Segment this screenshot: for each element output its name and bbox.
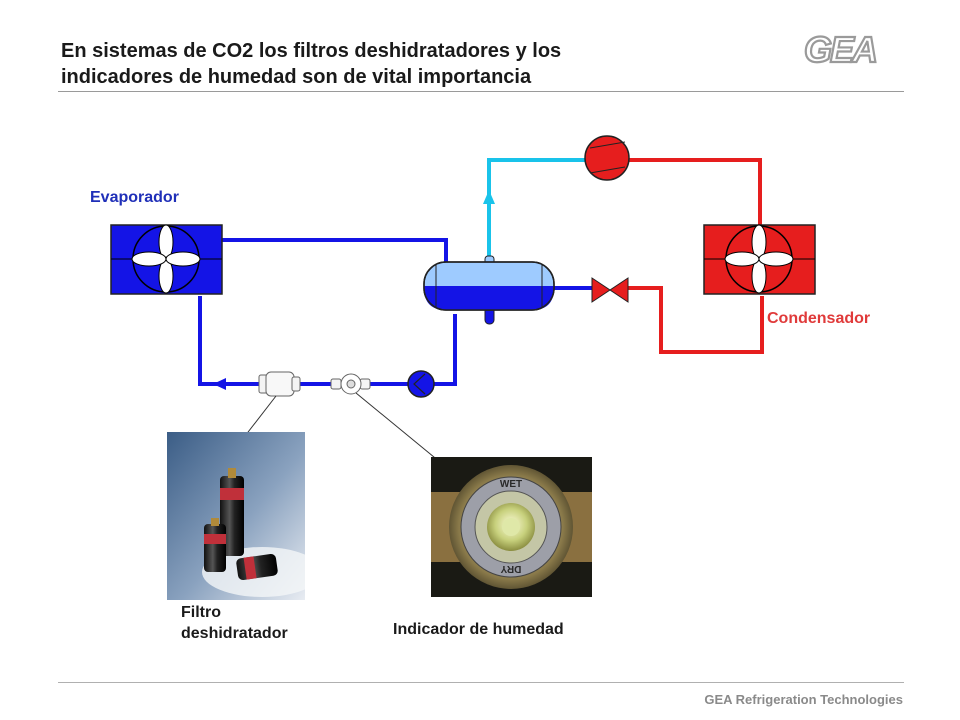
indicator-label: Indicador de humedad xyxy=(393,621,564,638)
slide-title-line-1: En sistemas de CO2 los filtros deshidrat… xyxy=(61,40,562,62)
gea-logo-text: GEA xyxy=(804,29,876,70)
flow-arrow-up xyxy=(483,190,495,204)
liquid-line-blue xyxy=(198,238,592,386)
filter-label-line-2: deshidratador xyxy=(181,625,288,642)
condenser-unit xyxy=(703,224,816,295)
indicator-dry-text: DRY xyxy=(500,563,521,574)
footer-rule xyxy=(58,682,904,683)
sight-glass-symbol xyxy=(330,373,371,395)
gea-logo: GEA xyxy=(803,28,879,71)
evaporator-label: Evaporador xyxy=(90,189,179,206)
condenser-label: Condensador xyxy=(767,310,871,327)
evaporator-unit xyxy=(110,224,223,295)
filter-drier-symbol xyxy=(258,371,301,397)
filter-drier-photo xyxy=(167,432,305,600)
suction-line xyxy=(487,158,587,258)
slide-title: En sistemas de CO2 los filtros deshidrat… xyxy=(61,38,761,90)
expansion-valve xyxy=(591,277,629,303)
indicator-leader-line xyxy=(355,392,441,463)
slide-title-line-2: indicadores de humedad son de vital impo… xyxy=(61,66,532,88)
moisture-indicator-photo: WET DRY xyxy=(431,457,592,597)
filter-label: Filtro deshidratador xyxy=(181,602,288,644)
footer-text: GEA Refrigeration Technologies xyxy=(704,692,903,707)
flow-arrow-left xyxy=(213,378,226,390)
filter-leader-line xyxy=(244,395,277,437)
discharge-line-red xyxy=(628,158,764,354)
header-rule xyxy=(58,91,904,92)
filter-label-line-1: Filtro xyxy=(181,604,221,621)
receiver-vessel xyxy=(423,255,555,325)
pump xyxy=(407,370,435,398)
compressor xyxy=(584,135,630,181)
indicator-wet-text: WET xyxy=(500,479,522,490)
